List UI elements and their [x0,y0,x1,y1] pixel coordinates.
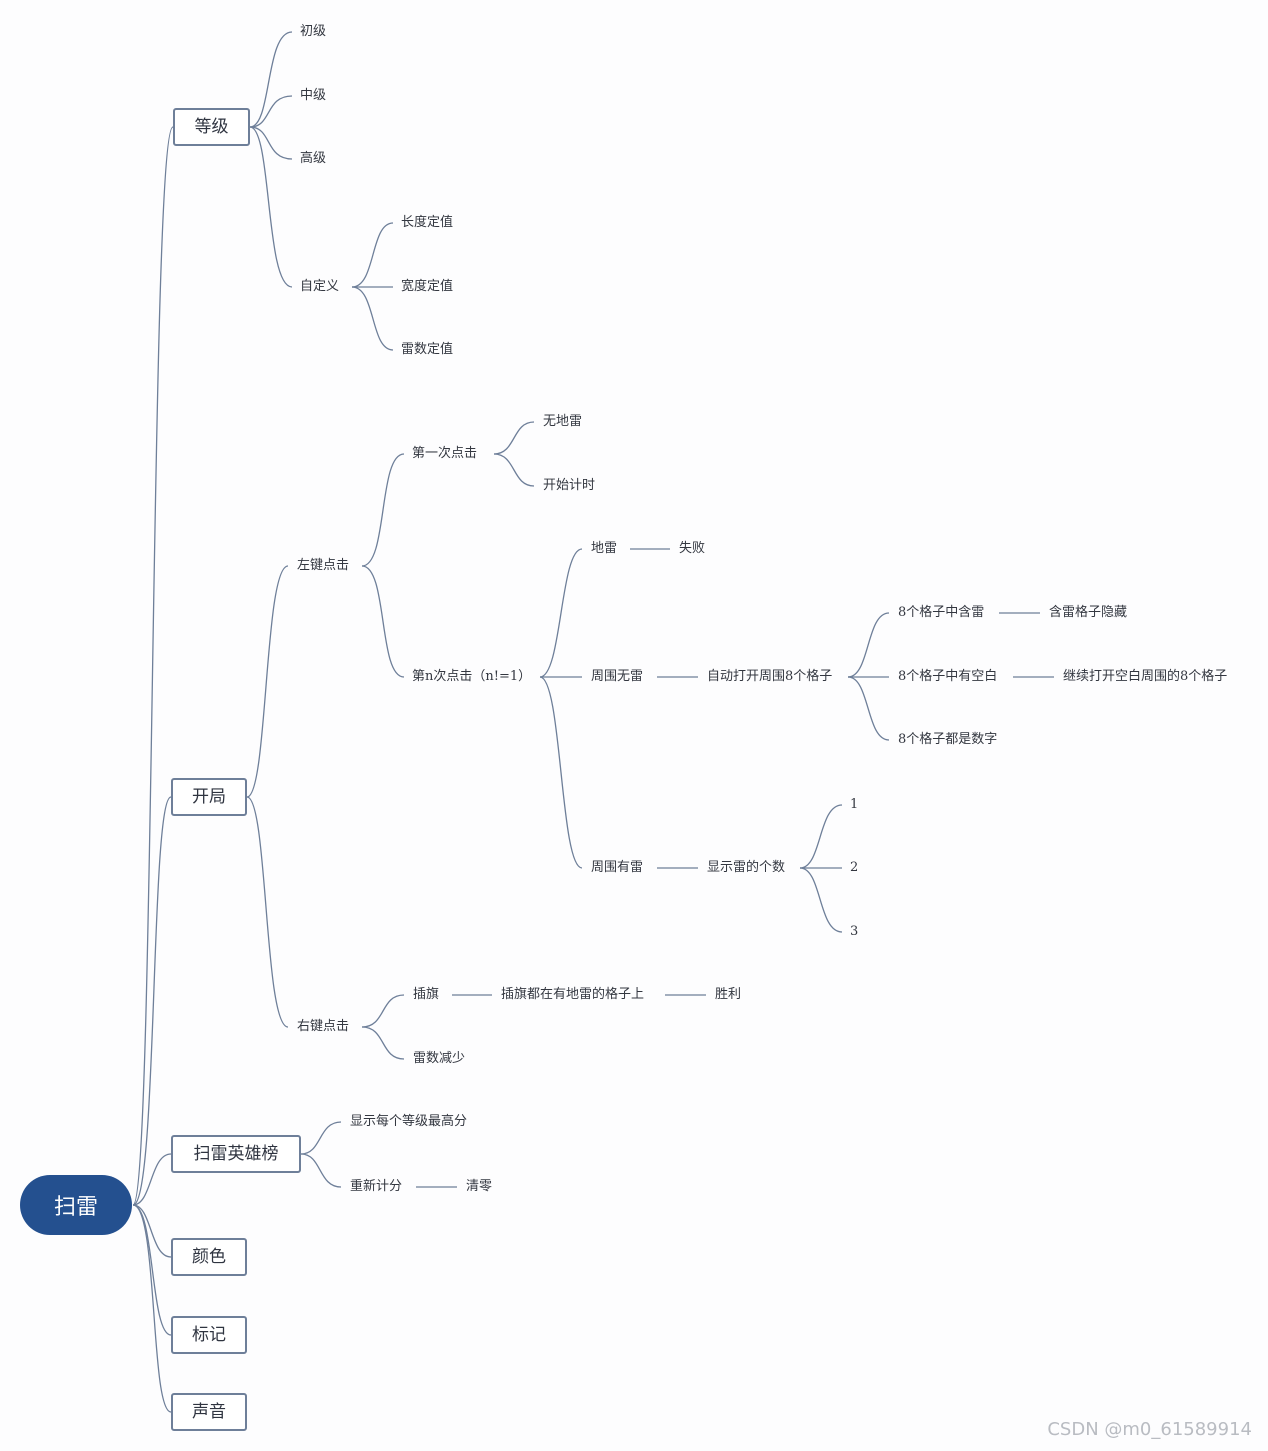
node-show-count[interactable]: 显示雷的个数 [707,860,786,875]
node-right-click[interactable]: 右键点击 [297,1019,350,1034]
node-beginner[interactable]: 初级 [300,24,327,39]
link-root-mark [132,1204,172,1336]
link-root-level [132,126,174,1206]
watermark: CSDN @m0_61589914 [1047,1419,1252,1440]
link-root-start [132,796,172,1206]
link-custom-1 [351,222,394,288]
link-right-minus [361,1026,405,1060]
node-count-3[interactable]: 3 [850,924,859,939]
branch-rank[interactable]: 扫雷英雄榜 [171,1135,301,1173]
node-intermediate[interactable]: 中级 [300,88,327,103]
node-flags-on-mines[interactable]: 插旗都在有地雷的格子上 [501,987,645,1002]
node-count-1[interactable]: 1 [850,797,859,812]
node-custom-mines[interactable]: 雷数定值 [401,342,454,357]
link-root-color [132,1204,172,1258]
node-first-click[interactable]: 第一次点击 [412,446,478,461]
node-fail[interactable]: 失败 [679,541,706,556]
node-mine-around[interactable]: 周围有雷 [591,860,644,875]
node-mine-count-minus[interactable]: 雷数减少 [413,1051,466,1066]
link-level-custom [249,126,293,288]
link-rank-reset [300,1153,342,1188]
link-nth-hasmine [539,676,583,869]
node-no-mine[interactable]: 无地雷 [543,414,583,429]
branch-mark[interactable]: 标记 [171,1316,247,1354]
node-custom-length[interactable]: 长度定值 [401,215,454,230]
node-count-2[interactable]: 2 [850,860,859,875]
link-show-3 [799,867,843,933]
link-first-2 [493,453,535,487]
node-expert[interactable]: 高级 [300,151,327,166]
node-show-best[interactable]: 显示每个等级最高分 [350,1114,468,1129]
link-left-nth [361,565,405,678]
node-has-blank[interactable]: 8个格子中有空白 [898,669,998,684]
branch-color[interactable]: 颜色 [171,1238,247,1276]
node-left-click[interactable]: 左键点击 [297,558,350,573]
node-clear[interactable]: 清零 [466,1179,493,1194]
link-custom-3 [351,286,394,351]
link-level-intermediate [249,95,293,128]
link-right-flag [361,994,405,1028]
link-first-1 [493,421,535,455]
node-reset[interactable]: 重新计分 [350,1179,403,1194]
link-level-beginner [249,31,293,128]
branch-level[interactable]: 等级 [173,108,250,146]
node-flag[interactable]: 插旗 [413,987,440,1002]
node-nth-click[interactable]: 第n次点击（n!=1） [412,669,532,684]
node-all-numbers[interactable]: 8个格子都是数字 [898,732,998,747]
node-custom-width[interactable]: 宽度定值 [401,279,454,294]
node-continue-open[interactable]: 继续打开空白周围的8个格子 [1063,669,1228,684]
node-custom[interactable]: 自定义 [300,279,340,294]
link-start-right [246,796,289,1028]
node-auto-open[interactable]: 自动打开周围8个格子 [707,669,833,684]
node-hide-mine[interactable]: 含雷格子隐藏 [1049,605,1128,620]
link-auto-3 [847,676,890,741]
node-win[interactable]: 胜利 [715,987,742,1002]
link-start-left [246,565,289,798]
link-rank-best [300,1121,342,1155]
link-root-rank [132,1153,172,1206]
link-left-first [361,453,405,567]
link-nth-mine [539,548,583,678]
node-has-mine[interactable]: 8个格子中含雷 [898,605,985,620]
node-mine[interactable]: 地雷 [591,541,618,556]
node-no-mine-around[interactable]: 周围无雷 [591,669,644,684]
link-auto-1 [847,612,890,678]
link-show-1 [799,804,843,869]
root-node[interactable]: 扫雷 [20,1175,132,1235]
link-level-expert [249,126,293,160]
branch-start[interactable]: 开局 [171,778,247,816]
branch-sound[interactable]: 声音 [171,1393,247,1431]
link-root-sound [132,1204,172,1413]
node-start-timer[interactable]: 开始计时 [543,478,596,493]
